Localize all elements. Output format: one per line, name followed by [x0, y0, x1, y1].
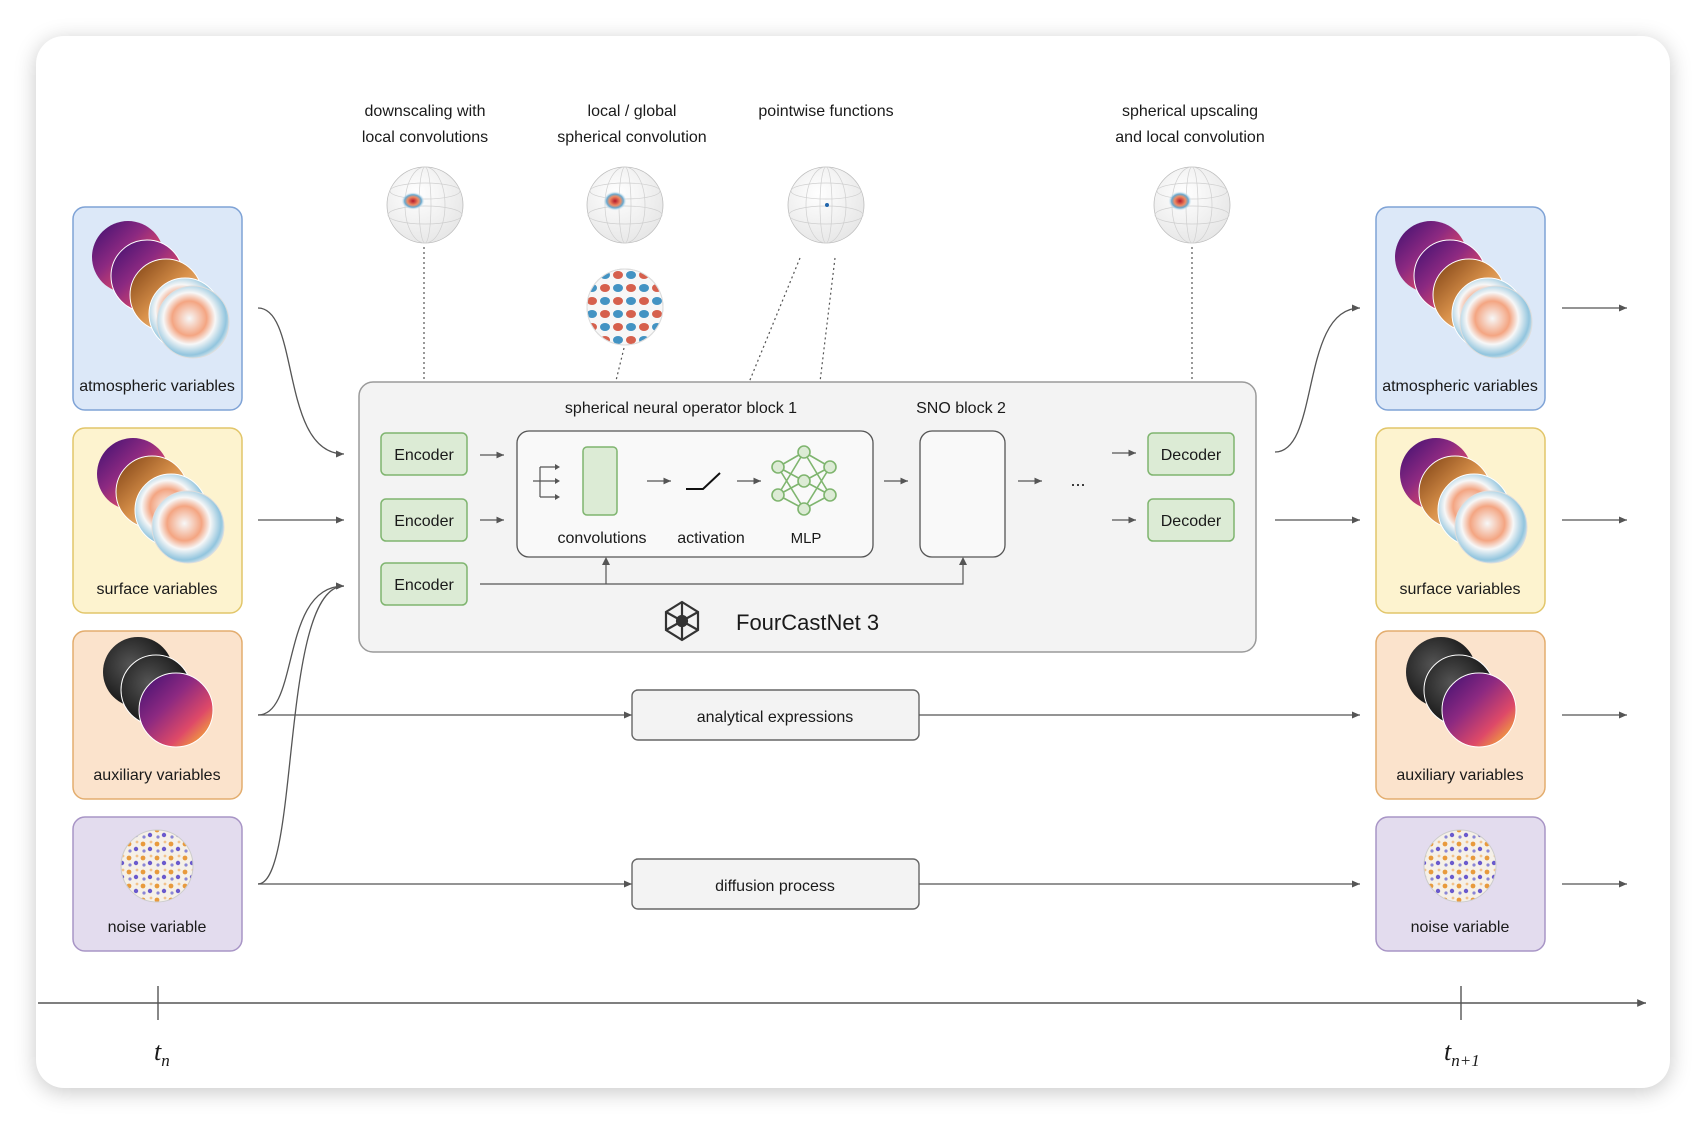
output-auxiliary-card: auxiliary variables [1375, 630, 1546, 800]
svg-text:local convolutions: local convolutions [362, 129, 488, 146]
svg-text:Decoder: Decoder [1161, 447, 1222, 464]
output-noise-card: noise variable [1375, 816, 1546, 952]
activation-label: activation [677, 530, 745, 547]
sno-block-2-title: SNO block 2 [916, 400, 1006, 417]
input-noise-label: noise variable [108, 919, 207, 936]
global-kernel-globe [586, 268, 664, 346]
activation-node: activation [677, 472, 745, 547]
fourcastnet-logo-icon [664, 600, 700, 642]
timestep-tn1: tn+1 [1444, 1037, 1480, 1070]
output-auxiliary-label: auxiliary variables [1396, 767, 1523, 784]
decoder-1: Decoder [1147, 432, 1235, 476]
encoder-1: Encoder [380, 432, 468, 476]
svg-text:spherical upscaling: spherical upscaling [1122, 103, 1258, 120]
output-surface-label: surface variables [1400, 581, 1521, 598]
sno-block-1-title: spherical neural operator block 1 [565, 400, 797, 417]
mlp-label: MLP [791, 530, 822, 547]
output-atmospheric-label: atmospheric variables [1382, 378, 1538, 395]
conditioning-line [480, 562, 964, 585]
encoder-2: Encoder [380, 498, 468, 542]
input-arrows [257, 307, 632, 888]
timestep-tn: tn [154, 1037, 170, 1070]
analytical-expressions-box: analytical expressions [631, 689, 920, 741]
input-atmospheric-card: atmospheric variables [72, 206, 243, 411]
sno-block-2 [919, 430, 1006, 558]
label-local-global: local / global spherical convolution [557, 103, 706, 146]
blocks-ellipsis: ... [1070, 470, 1085, 490]
output-noise-label: noise variable [1411, 919, 1510, 936]
input-noise-card: noise variable [72, 816, 243, 952]
label-upscaling: spherical upscaling and local convolutio… [1115, 103, 1264, 146]
local-kernel-globe [586, 166, 664, 244]
fourcastnet-title: FourCastNet 3 [736, 610, 879, 635]
convolutions-label: convolutions [558, 530, 647, 547]
svg-text:diffusion process: diffusion process [715, 878, 835, 895]
timeline-axis [38, 986, 1646, 1020]
encoder-3: Encoder [380, 562, 468, 606]
svg-text:analytical expressions: analytical expressions [697, 709, 854, 726]
svg-text:Encoder: Encoder [394, 447, 454, 464]
pointwise-kernel-globe [787, 166, 865, 244]
svg-text:Decoder: Decoder [1161, 513, 1222, 530]
output-atmospheric-card: atmospheric variables [1375, 206, 1546, 411]
output-surface-card: surface variables [1375, 427, 1546, 614]
downscaling-kernel-globe [386, 166, 464, 244]
input-surface-card: surface variables [72, 427, 243, 614]
upscaling-kernel-globe [1153, 166, 1231, 244]
inner-arrows [480, 449, 1136, 524]
input-atmospheric-label: atmospheric variables [79, 378, 235, 395]
svg-text:pointwise functions: pointwise functions [758, 103, 893, 120]
label-downscaling: downscaling with local convolutions [362, 103, 488, 146]
svg-text:Encoder: Encoder [394, 513, 454, 530]
label-pointwise: pointwise functions [758, 103, 893, 120]
output-arrows [919, 304, 1627, 888]
convolution-node: convolutions [533, 446, 647, 547]
diffusion-process-box: diffusion process [631, 858, 920, 910]
svg-text:and local convolution: and local convolution [1115, 129, 1264, 146]
mlp-network-icon [771, 445, 837, 516]
input-auxiliary-label: auxiliary variables [93, 767, 220, 784]
svg-text:Encoder: Encoder [394, 577, 454, 594]
input-auxiliary-card: auxiliary variables [72, 630, 243, 800]
decoder-2: Decoder [1147, 498, 1235, 542]
input-surface-label: surface variables [97, 581, 218, 598]
svg-text:downscaling with: downscaling with [365, 103, 486, 120]
svg-text:local / global: local / global [588, 103, 677, 120]
svg-text:spherical convolution: spherical convolution [557, 129, 706, 146]
